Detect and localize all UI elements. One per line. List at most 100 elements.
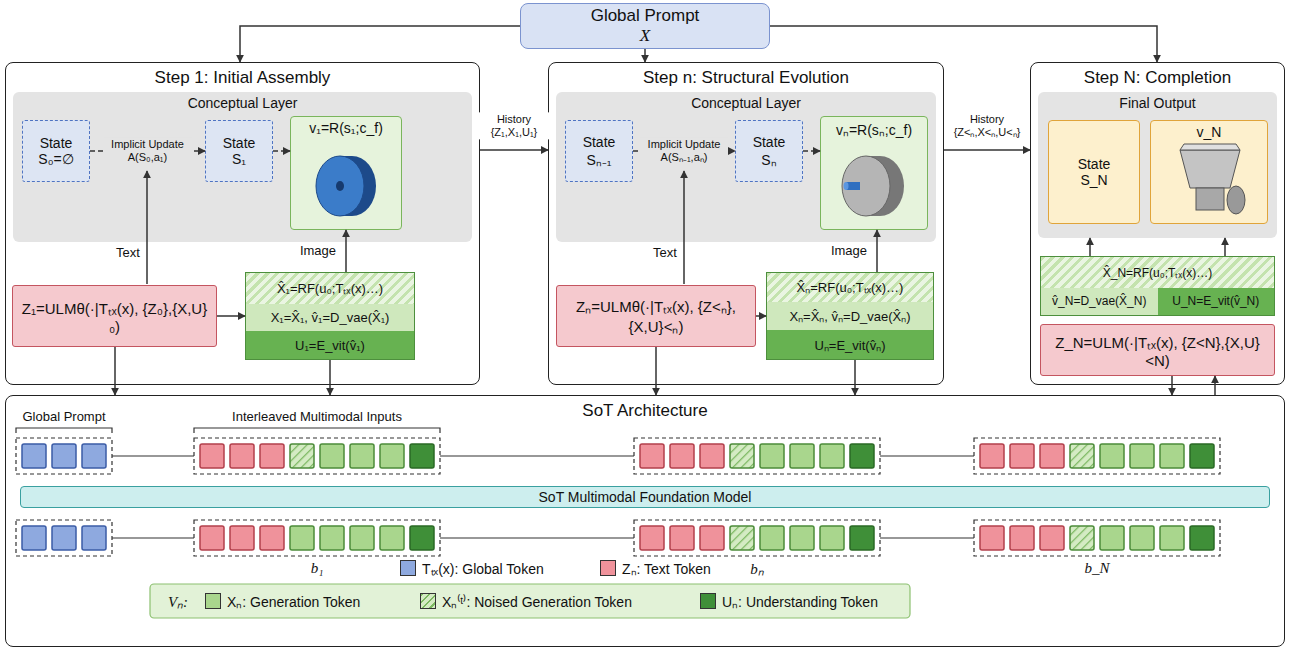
step-panel: Step 1: Initial AssemblyConceptual Layer… [5,62,480,385]
node-text: Step N: Completion [1031,63,1284,88]
token [1160,526,1184,550]
token [380,526,404,550]
token [760,526,784,550]
node-text: v̂_N=D_vae(X̂_N) [1041,288,1158,316]
node-text: v₁=R(s₁;c_f) [291,120,401,136]
legend-band [150,584,910,618]
state-box: StateS₀=∅ [22,120,90,182]
token [1100,526,1124,550]
wheel [1227,186,1245,214]
token [760,444,784,468]
connector [273,150,290,152]
connector [1224,238,1226,256]
token [820,444,844,468]
legend-item: Xₙ: Generation Token [205,591,360,611]
disc-side [340,156,352,216]
peg-end [844,182,849,190]
step-panel: Step n: Structural EvolutionConceptual L… [548,62,944,385]
node-text: X [640,26,650,46]
legend-text: Zₙ: Text Token [622,559,711,578]
connector [854,360,856,395]
token [82,526,106,550]
token [1070,444,1094,468]
disc-hole [336,181,344,191]
node-text: Sₙ [761,150,776,169]
node-text: State [40,135,73,151]
token [22,526,46,550]
prompt-box: Global PromptX [520,3,770,49]
token [1130,444,1154,468]
text-token-box: Z₁=ULMθ(·|Tₜₓ(x), {Z₀},{X,U}₀) [12,285,217,347]
token [200,444,224,468]
group-box [634,520,880,556]
bracket [16,428,440,433]
token [1190,444,1214,468]
legend-text: Xₙ⁽ᵗ⁾: Noised Generation Token [442,592,632,611]
legend-item: Xₙ⁽ᵗ⁾: Noised Generation Token [420,591,632,611]
connector [770,26,1157,62]
node-text: X̂_N=RF(u₀;Tₜₓ(x)…) [1041,257,1274,288]
base [1196,188,1224,210]
legend-item: Uₙ: Understanding Token [700,591,878,611]
group-box [974,520,1220,556]
step-panel: Step N: CompletionFinal OutputStateS_Nv_… [1030,62,1285,385]
node-text: Step 1: Initial Assembly [6,63,479,88]
token [1100,444,1124,468]
token [980,444,1004,468]
edge-label: History {Z₁,X₁,U₁} [479,112,549,139]
node-text: Z_N=ULM(·|Tₜₓ(x), {Z<N},{X,U}<N) [1047,332,1268,369]
node-text: Step n: Structural Evolution [549,63,943,88]
token [290,444,314,468]
node-text: State [583,134,616,150]
edge-label: Image [298,243,338,260]
group-box [16,438,112,474]
legend-swatch [400,560,416,576]
token [1070,526,1094,550]
token [52,444,76,468]
node-text: Conceptual Layer [556,92,936,111]
token [850,526,874,550]
disc-face [842,156,890,216]
node-text: Uₙ=E_vit(v̂ₙ) [767,330,933,359]
part-render [1180,144,1245,214]
text-token-box: Zₙ=ULMθ(·|Tₜₓ(x), {Z<ₙ},{X,U}<ₙ) [556,285,756,347]
token [640,444,664,468]
render-box: vₙ=R(sₙ;c_f) [820,116,928,230]
token [670,526,694,550]
token [640,526,664,550]
token [320,526,344,550]
generation-stack: X̂₁=RF(u₀;Tₜₓ(x)…)X₁=X̂₁, v̂₁=D_vae(X̂₁)… [245,272,415,360]
node-text: State [1078,156,1111,172]
text-token-box: Z_N=ULM(·|Tₜₓ(x), {Z<N},{X,U}<N) [1040,324,1275,376]
disc-back [328,156,376,216]
token [980,526,1004,550]
connector [756,315,766,317]
disc-back [856,156,904,216]
model-band: SoT Multimodal Foundation Model [20,486,1270,508]
node-text: State [223,135,256,151]
edge-label: History {Z<ₙ,X<ₙ,U<ₙ} [944,112,1030,139]
token [82,444,106,468]
node-text: Z₁=ULMθ(·|Tₜₓ(x), {Z₀},{X,U}₀) [19,298,210,335]
text-arrow [683,171,685,284]
connector [1214,376,1216,395]
connector [644,49,646,62]
node-text: Zₙ=ULMθ(·|Tₜₓ(x), {Z<ₙ},{X,U}<ₙ) [563,296,749,336]
node-text: X₁=X̂₁, v̂₁=D_vae(X̂₁) [246,304,414,332]
token [230,444,254,468]
token [230,526,254,550]
annotation: Vₙ: [168,591,188,611]
token [1160,444,1184,468]
token [260,526,284,550]
group-box [194,520,440,556]
disc-peg-render [842,156,904,216]
token-groups [16,428,1220,556]
annotation: Text [653,245,677,260]
group-box [194,438,440,474]
token [410,444,434,468]
annotation: Global Prompt [22,409,105,424]
token [730,526,754,550]
node-text: Sₙ₋₁ [586,150,611,169]
annotation: Text [116,245,140,260]
